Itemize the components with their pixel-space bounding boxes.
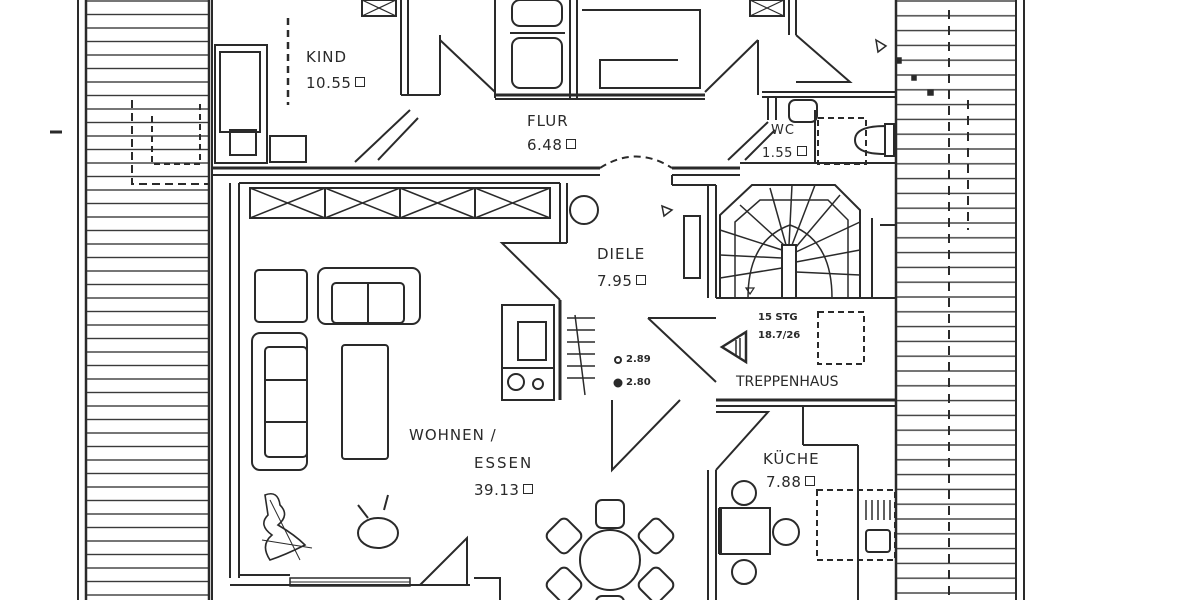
diele-fixtures [501,195,701,401]
roof-markers [874,38,934,96]
square-icon [805,476,816,486]
right-roof-strip [894,0,1025,600]
room-flur-name: FLUR [527,112,569,130]
stair-steps: 15 STG [758,312,798,323]
room-diele-name: DIELE [597,245,646,263]
wc-fixtures [788,99,895,165]
room-treppenhaus-name: TREPPENHAUS [736,374,839,390]
square-icon [355,77,366,87]
square-icon [523,484,534,494]
ceiling-height-filled: 2.80 [626,377,651,388]
room-flur-area: 6.48 [527,138,577,153]
living-furniture [251,267,421,561]
room-diele-area: 7.95 [597,274,647,289]
square-icon [796,146,807,156]
left-roof-strip [50,0,211,600]
room-wohnen-name-line2: ESSEN [474,454,534,472]
ceiling-height-open: 2.89 [626,354,651,365]
room-kind-name: KIND [306,48,348,66]
bath-furniture [510,0,785,89]
room-kueche-name: KÜCHE [763,450,820,468]
doors [354,34,853,586]
spiral-staircase [719,184,865,365]
room-wohnen-name-line1: WOHNEN / [409,426,497,444]
room-kueche-area: 7.88 [766,475,816,490]
kind-room-furniture [214,0,397,164]
square-icon [636,275,647,285]
walls [211,0,896,600]
room-kind-area: 10.55 [306,76,366,91]
room-wc-name: WC [771,123,795,138]
room-wohnen-area: 39.13 [474,483,534,498]
square-icon [566,139,577,149]
room-wc-area: 1.55 [762,146,807,160]
dining-set [545,499,675,600]
stair-ratio: 18.7/26 [758,330,801,341]
kitchen-fixtures [718,480,896,585]
